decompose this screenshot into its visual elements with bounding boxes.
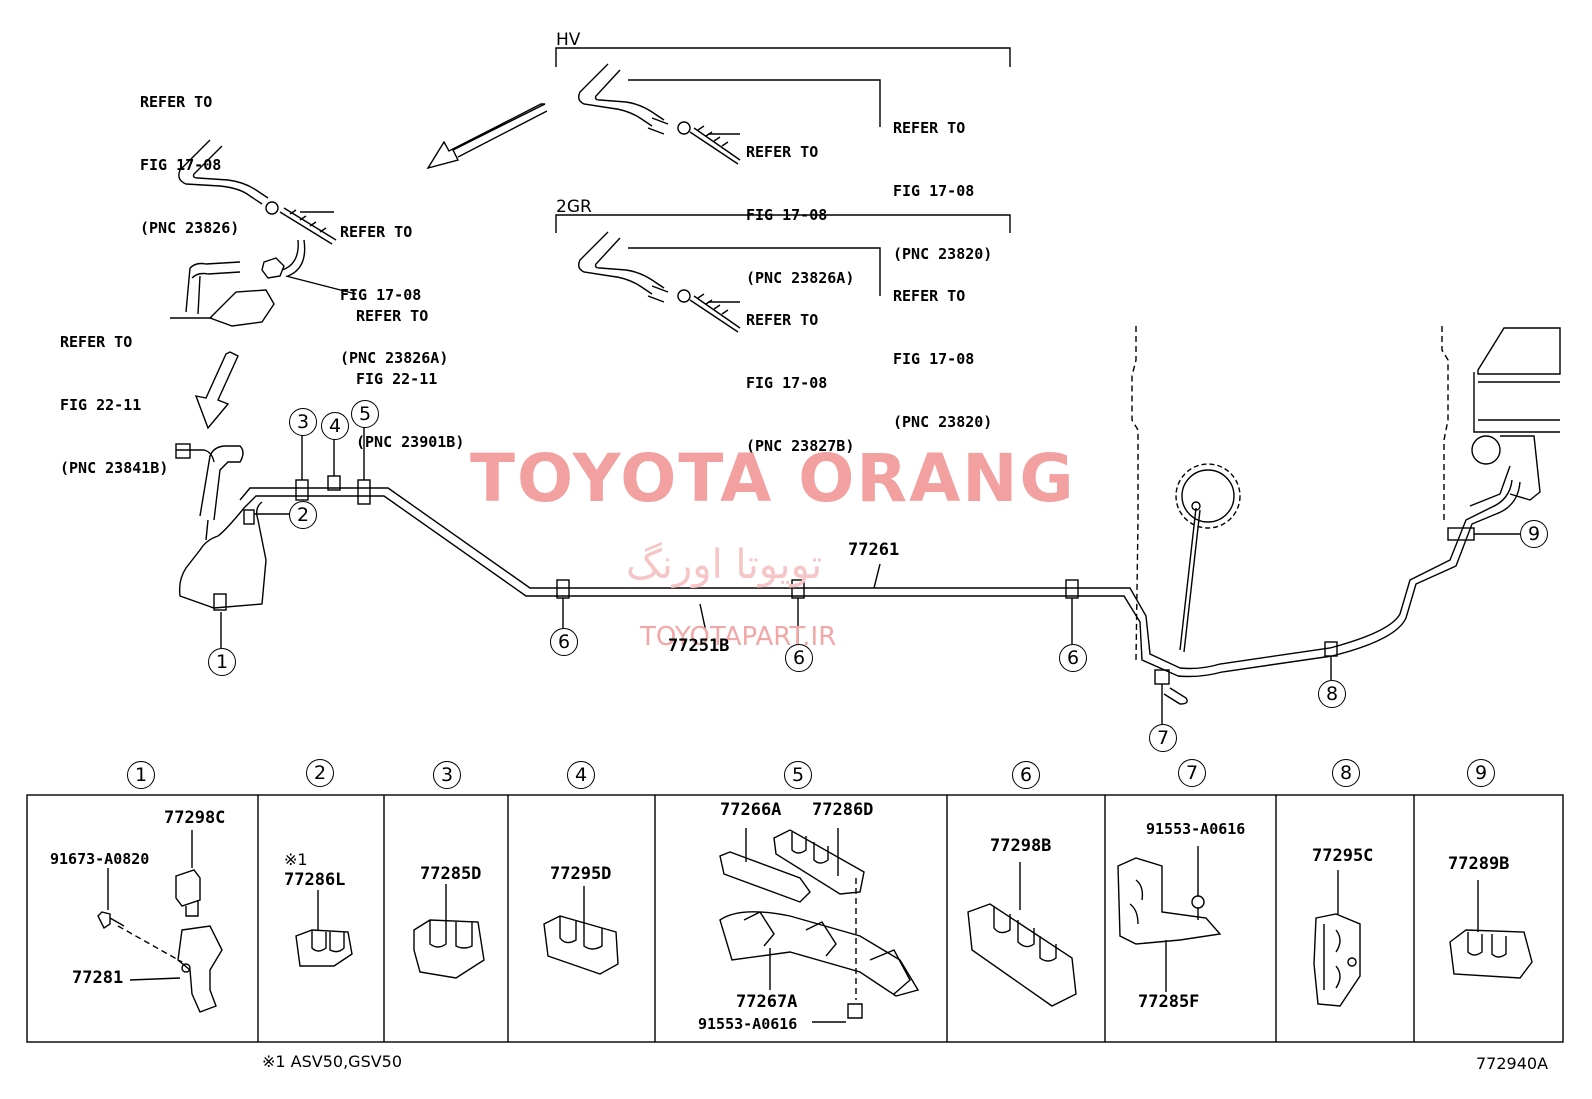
callout-6c: 6 — [1059, 644, 1087, 672]
note-mark-1: ※1 — [284, 850, 308, 869]
ref-2gr-pnc-23827b: REFER TO FIG 17-08 (PNC 23827B) — [746, 268, 854, 478]
variant-hv-label: HV — [556, 30, 581, 50]
part-77298b: 77298B — [990, 836, 1052, 856]
part-77281: 77281 — [72, 968, 124, 988]
callout-7: 7 — [1149, 724, 1177, 752]
callout-1: 1 — [208, 648, 236, 676]
ref-line: FIG 22-11 — [60, 396, 142, 414]
ref-line: REFER TO — [893, 119, 966, 137]
part-77289b: 77289B — [1448, 854, 1510, 874]
ref-hv-pnc-23826a: REFER TO FIG 17-08 (PNC 23826A) — [746, 100, 854, 310]
ref-line: (PNC 23820) — [893, 413, 993, 431]
ref-line: REFER TO — [60, 333, 133, 351]
part-77285f: 77285F — [1138, 992, 1200, 1012]
callout-8: 8 — [1318, 680, 1346, 708]
footnote: ※1 ASV50,GSV50 — [262, 1052, 403, 1071]
watermark-persian: تویوتا اورنگ — [626, 542, 823, 588]
part-77261-label: 77261 — [848, 540, 900, 560]
ref-line: (PNC 23826A) — [746, 269, 855, 287]
ref-line: REFER TO — [140, 93, 213, 111]
variant-2gr-label: 2GR — [556, 197, 592, 217]
callout-4: 4 — [321, 412, 349, 440]
ref-fig-17-08-pnc-23826: REFER TO FIG 17-08 (PNC 23826) — [140, 50, 239, 260]
callout-9: 9 — [1520, 520, 1548, 548]
part-77295c: 77295C — [1312, 846, 1374, 866]
part-77286d: 77286D — [812, 800, 874, 820]
part-91553-a0616-s5: 91553-A0616 — [698, 1015, 798, 1033]
part-77267a: 77267A — [736, 992, 798, 1012]
ref-line: FIG 17-08 — [893, 182, 975, 200]
ref-line: FIG 17-08 — [340, 286, 422, 304]
ref-line: (PNC 23827B) — [746, 437, 855, 455]
section-2-header: 2 — [306, 759, 334, 787]
part-77295d: 77295D — [550, 864, 612, 884]
part-77298c: 77298C — [164, 808, 226, 828]
callout-2: 2 — [289, 501, 317, 529]
section-6-header: 6 — [1012, 761, 1040, 789]
ref-hv-pnc-23820: REFER TO FIG 17-08 (PNC 23820) — [893, 76, 992, 286]
section-9-header: 9 — [1467, 759, 1495, 787]
ref-line: (PNC 23826A) — [340, 349, 449, 367]
callout-6b: 6 — [785, 644, 813, 672]
section-5-header: 5 — [784, 761, 812, 789]
section-3-header: 3 — [433, 761, 461, 789]
watermark-title: TOYOTA ORANG — [470, 440, 1076, 517]
ref-2gr-pnc-23820: REFER TO FIG 17-08 (PNC 23820) — [893, 244, 992, 454]
ref-line: (PNC 23826) — [140, 219, 240, 237]
ref-line: (PNC 23901B) — [356, 433, 465, 451]
figure-code: 772940A — [1476, 1054, 1549, 1073]
ref-line: (PNC 23820) — [893, 245, 993, 263]
section-7-header: 7 — [1178, 759, 1206, 787]
ref-line: (PNC 23841B) — [60, 459, 169, 477]
ref-line: REFER TO — [893, 287, 966, 305]
section-1-header: 1 — [127, 761, 155, 789]
ref-line: FIG 17-08 — [746, 374, 828, 392]
ref-line: FIG 17-08 — [746, 206, 828, 224]
part-91553-a0616-s7: 91553-A0616 — [1146, 820, 1246, 838]
ref-line: REFER TO — [746, 143, 819, 161]
section-8-header: 8 — [1332, 759, 1360, 787]
ref-fig-22-11-pnc-23841b: REFER TO FIG 22-11 (PNC 23841B) — [60, 290, 168, 500]
callout-6a: 6 — [550, 628, 578, 656]
ref-line: FIG 17-08 — [893, 350, 975, 368]
section-4-header: 4 — [567, 761, 595, 789]
ref-line: REFER TO — [356, 307, 429, 325]
ref-line: FIG 17-08 — [140, 156, 222, 174]
callout-3: 3 — [289, 408, 317, 436]
part-91673-a0820: 91673-A0820 — [50, 850, 150, 868]
ref-line: REFER TO — [746, 311, 819, 329]
ref-line: FIG 22-11 — [356, 370, 438, 388]
callout-5: 5 — [351, 400, 379, 428]
part-77285d: 77285D — [420, 864, 482, 884]
part-77286l: 77286L — [284, 870, 346, 890]
ref-fig-22-11-pnc-23901b: REFER TO FIG 22-11 (PNC 23901B) — [356, 264, 464, 474]
part-77251b-label: 77251B — [668, 636, 730, 656]
part-77266a: 77266A — [720, 800, 782, 820]
ref-line: REFER TO — [340, 223, 413, 241]
ref-fig-17-08-pnc-23826a: REFER TO FIG 17-08 (PNC 23826A) — [340, 180, 448, 390]
